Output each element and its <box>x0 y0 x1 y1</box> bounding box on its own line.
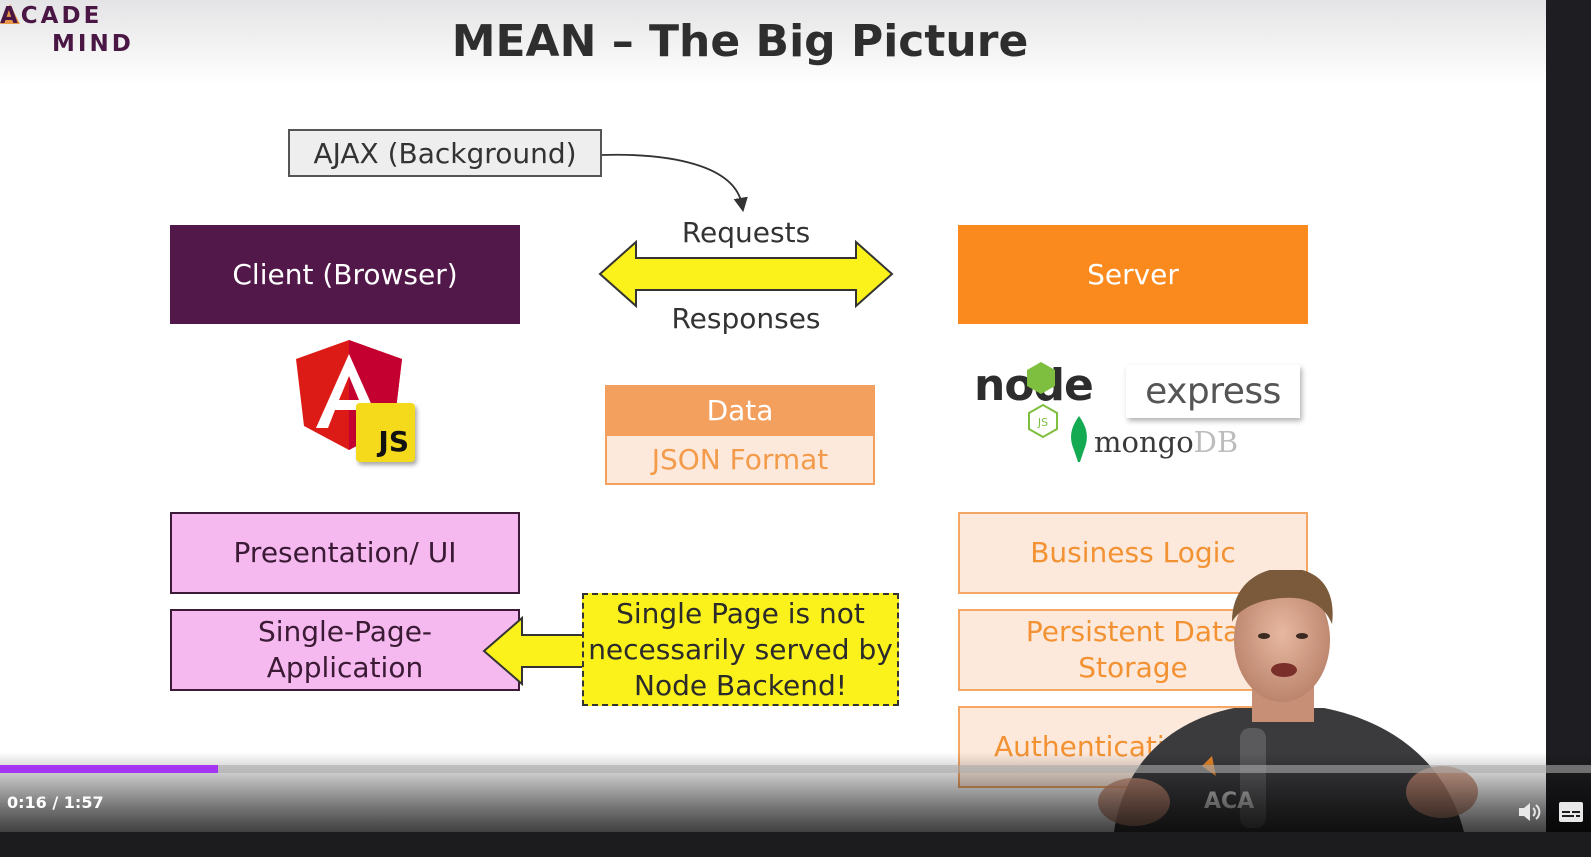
business-logic-label: Business Logic <box>1030 536 1236 569</box>
captions-button[interactable] <box>1555 796 1587 828</box>
responses-label: Responses <box>671 302 821 335</box>
logo-line-1: ACADE <box>0 3 103 29</box>
single-page-note-text: Single Page is not necessarily served by… <box>588 596 893 702</box>
logo-mark-icon <box>0 4 20 24</box>
logo-line-2: MIND <box>52 31 134 57</box>
ajax-curve-arrow-icon <box>601 153 748 213</box>
mongodb-leaf-icon <box>1071 416 1087 462</box>
player-bottom-bar <box>0 832 1591 857</box>
client-box: Client (Browser) <box>170 225 520 324</box>
slide-frame: ACADE MIND MEAN – The Big Picture AJAX (… <box>0 0 1546 832</box>
data-box: Data <box>605 385 875 436</box>
captions-icon <box>1559 802 1583 822</box>
express-logo: express <box>1126 365 1300 418</box>
presentation-ui-label: Presentation/ UI <box>233 536 457 569</box>
json-format-box: JSON Format <box>605 436 875 485</box>
node-js-small-hexagon-icon: JS <box>1028 404 1058 438</box>
time-display: 0:16 / 1:57 <box>7 793 104 812</box>
volume-icon <box>1519 803 1541 821</box>
persistent-data-storage-label: Persistent Data Storage <box>1025 615 1241 684</box>
mongo-db-text: DB <box>1193 425 1239 459</box>
requests-label: Requests <box>681 216 811 249</box>
node-hexagon-icon <box>1027 362 1055 394</box>
server-label: Server <box>1087 258 1179 291</box>
mongodb-logo-text: mongoDB <box>1094 425 1238 459</box>
single-page-application-label: Single-Page- Application <box>257 615 433 684</box>
progress-bar-fill <box>0 765 218 773</box>
player-right-edge <box>1546 0 1591 832</box>
player-control-bar <box>0 752 1591 832</box>
express-logo-text: express <box>1145 371 1281 412</box>
client-label: Client (Browser) <box>232 258 458 291</box>
node-js-badge-text: JS <box>1037 416 1048 429</box>
volume-button[interactable] <box>1514 796 1546 828</box>
slide-title: MEAN – The Big Picture <box>451 16 1029 67</box>
json-format-label: JSON Format <box>651 443 829 476</box>
single-page-application-box: Single-Page- Application <box>170 609 520 691</box>
server-box: Server <box>958 225 1308 324</box>
ajax-label: AJAX (Background) <box>313 136 577 170</box>
presentation-ui-box: Presentation/ UI <box>170 512 520 594</box>
ajax-box: AJAX (Background) <box>288 129 602 177</box>
javascript-badge-icon: JS <box>356 403 415 462</box>
angular-js-badge-text: JS <box>378 425 409 458</box>
mongo-text: mongo <box>1094 425 1194 459</box>
double-arrow-icon <box>598 240 894 308</box>
progress-bar[interactable] <box>0 765 1591 773</box>
business-logic-box: Business Logic <box>958 512 1308 594</box>
single-page-note-box: Single Page is not necessarily served by… <box>582 593 899 706</box>
data-label: Data <box>706 394 774 427</box>
